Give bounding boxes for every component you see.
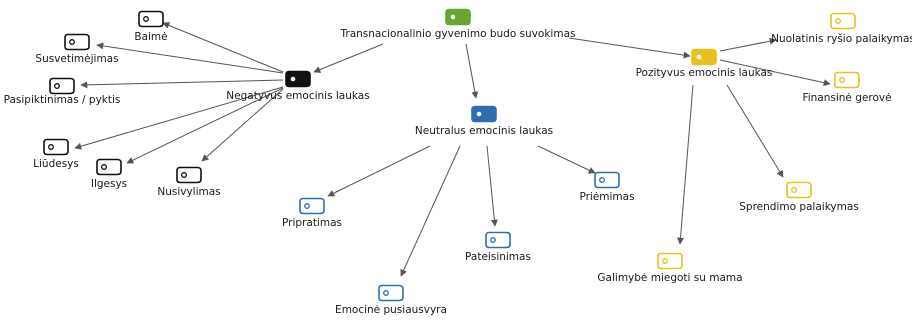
- edge-neutral-to-priemimas: [537, 145, 596, 174]
- root-node-icon[interactable]: [445, 8, 471, 26]
- node-pateisinimas-label: Pateisinimas: [465, 251, 531, 263]
- node-pasipiktinimas-pyktis-label: Pasipiktinimas / pyktis: [3, 94, 121, 106]
- node-nusivylimas-icon[interactable]: [176, 166, 202, 184]
- negative-group-label: Negatyvus emocinis laukas: [226, 90, 370, 102]
- edge-negative-to-pasipiktinimas-pyktis: [80, 79, 284, 89]
- node-sprendimo-palaikymas-label: Sprendimo palaikymas: [739, 201, 859, 213]
- edge-positive-to-sprendimo-palaikymas: [726, 84, 784, 178]
- edge-root-to-neutral: [465, 43, 479, 99]
- node-nusivylimas-label: Nusivylimas: [157, 186, 221, 198]
- node-priemimas-icon[interactable]: [594, 171, 620, 189]
- neutral-group-label: Neutralus emocinis laukas: [414, 125, 554, 137]
- node-nuolatinis-rysio-palaikymas-label: Nuolatinis ryšio palaikymas: [771, 33, 912, 45]
- node-baime-icon[interactable]: [138, 10, 164, 28]
- edge-positive-to-galimybe-miegoti-su-mama: [677, 84, 694, 245]
- root-node-label: Transnacionalinio gyvenimo budo suvokima…: [340, 28, 576, 40]
- node-emocine-pusiausvyra-icon[interactable]: [378, 284, 404, 302]
- node-pripratimas-icon[interactable]: [299, 197, 325, 215]
- node-priemimas-label: Priėmimas: [579, 191, 635, 203]
- node-finansine-gerove-icon[interactable]: [834, 71, 860, 89]
- edge-positive-to-nuolatinis-rysio-palaikymas: [719, 37, 777, 52]
- node-galimybe-miegoti-su-mama-label: Galimybė miegoti su mama: [597, 272, 743, 284]
- icon-layer: [43, 8, 860, 302]
- edge-neutral-to-pateisinimas: [486, 145, 498, 227]
- positive-group-icon[interactable]: [691, 48, 717, 66]
- node-finansine-gerove-label: Finansinė gerovė: [802, 92, 892, 104]
- neutral-group-icon[interactable]: [471, 105, 497, 123]
- node-nuolatinis-rysio-palaikymas-icon[interactable]: [830, 12, 856, 30]
- node-pasipiktinimas-pyktis-icon[interactable]: [49, 77, 75, 95]
- positive-group-label: Pozityvus emocinis laukas: [635, 67, 773, 79]
- edge-layer: [74, 22, 831, 277]
- edge-root-to-positive: [568, 37, 691, 59]
- node-liudesys-label: Liūdesys: [33, 158, 79, 170]
- node-pripratimas-label: Pripratimas: [282, 217, 342, 229]
- edge-negative-to-liudesys: [74, 86, 284, 150]
- node-susvetimejimas-icon[interactable]: [64, 33, 90, 51]
- edge-negative-to-baime: [162, 22, 284, 73]
- node-baime-label: Baimė: [134, 31, 168, 43]
- node-ilgesys-icon[interactable]: [96, 158, 122, 176]
- node-liudesys-icon[interactable]: [43, 138, 69, 156]
- node-pateisinimas-icon[interactable]: [485, 231, 511, 249]
- edge-root-to-negative: [313, 43, 384, 73]
- edge-neutral-to-emocine-pusiausvyra: [400, 145, 461, 277]
- negative-group-icon[interactable]: [285, 70, 311, 88]
- node-susvetimejimas-label: Susvetimėjimas: [35, 53, 119, 65]
- edge-negative-to-susvetimejimas: [96, 42, 284, 74]
- edge-neutral-to-pripratimas: [327, 145, 431, 197]
- edge-negative-to-ilgesys: [126, 87, 284, 164]
- edge-negative-to-nusivylimas: [201, 88, 284, 162]
- node-galimybe-miegoti-su-mama-icon[interactable]: [657, 252, 683, 270]
- node-sprendimo-palaikymas-icon[interactable]: [786, 181, 812, 199]
- edge-positive-to-finansine-gerove: [719, 59, 831, 87]
- node-emocine-pusiausvyra-label: Emocinė pusiausvyra: [335, 304, 447, 316]
- node-ilgesys-label: Ilgesys: [90, 178, 128, 190]
